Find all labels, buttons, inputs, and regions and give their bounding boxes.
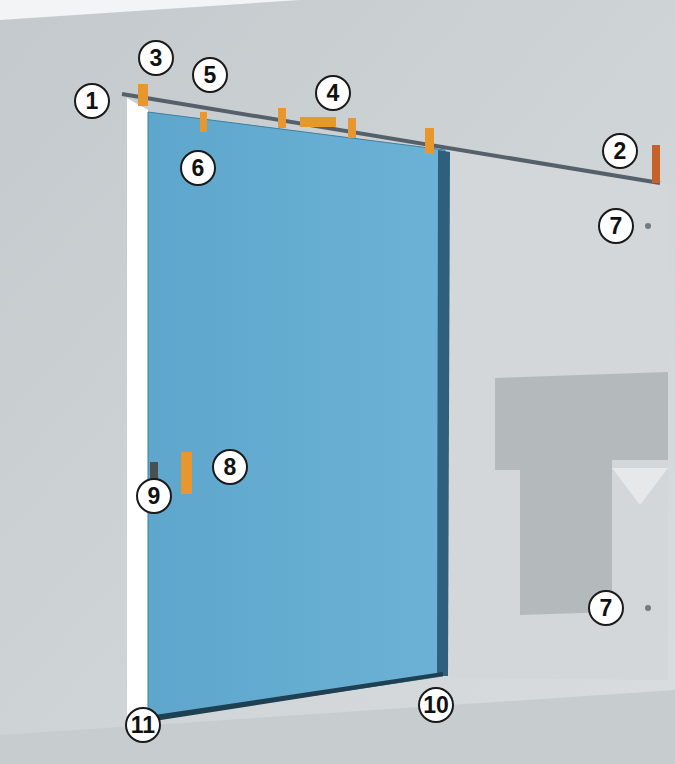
bracket [348, 118, 356, 138]
callout-number: 7 [598, 208, 634, 244]
roller [425, 128, 434, 154]
door-leaf [148, 112, 445, 720]
bracket [278, 108, 286, 128]
callout-number: 2 [602, 133, 638, 169]
fixing-point [645, 223, 651, 229]
end-stop [652, 145, 660, 183]
callout-number: 3 [138, 40, 174, 76]
roller [200, 112, 207, 132]
callout-number: 10 [418, 687, 454, 723]
handle [181, 452, 192, 494]
bottom-seal [148, 672, 443, 722]
floor [0, 690, 675, 764]
callout-number: 11 [125, 707, 161, 743]
wall-panel [450, 150, 668, 680]
fixing-point [645, 605, 651, 611]
callout-number: 7 [588, 590, 624, 626]
callout-number: 6 [180, 150, 216, 186]
callout-number: 1 [74, 83, 110, 119]
callout-number: 8 [212, 449, 248, 485]
carriage [300, 117, 336, 127]
door-edge [437, 150, 450, 676]
callout-number: 5 [192, 57, 228, 93]
callout-number: 4 [315, 75, 351, 111]
callout-number: 9 [136, 478, 172, 514]
door-opening [127, 98, 148, 728]
hatch-panel [495, 372, 668, 615]
end-stop [138, 84, 148, 106]
hatch-detail [612, 468, 668, 505]
